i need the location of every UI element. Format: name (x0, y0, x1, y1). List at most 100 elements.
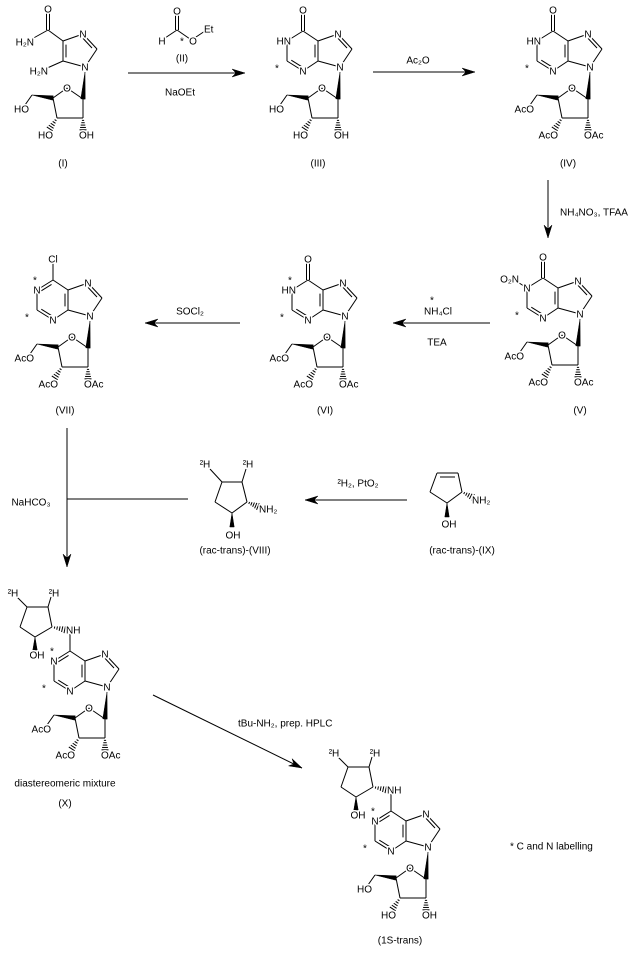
double-bond-line (58, 679, 69, 687)
wedge-bond (353, 796, 359, 811)
bond (526, 307, 544, 319)
o3-substituent: AcO (39, 380, 59, 391)
bond (62, 60, 86, 68)
bond (322, 282, 344, 291)
bond (542, 307, 559, 319)
hash-bond-line (541, 373, 548, 379)
bond (71, 336, 89, 349)
double-bond-line (531, 306, 542, 314)
ring-oxygen: O (558, 331, 566, 342)
hash-bond-line (58, 626, 61, 631)
o2-substituent: OAc (101, 751, 120, 762)
wedge-bond (229, 512, 235, 528)
o2-substituent: OAc (574, 378, 593, 389)
bond (536, 60, 554, 72)
double-bond-line (41, 308, 52, 316)
compound-label-II: (II) (176, 54, 188, 65)
bond (337, 756, 349, 768)
hash-bond-line (553, 124, 559, 129)
bond (88, 707, 106, 720)
n1-atom: HN (527, 37, 541, 48)
bond (16, 596, 28, 608)
o2-substituent: OH (79, 131, 94, 142)
bond (557, 87, 573, 99)
label-mark-n1: * (50, 647, 54, 658)
ring-oxygen: O (85, 704, 93, 715)
hash-bond-line (379, 786, 382, 791)
bond (302, 60, 319, 72)
double-bond-line (41, 284, 52, 292)
label-mark-c2: * (42, 684, 46, 695)
carbonyl-oxygen: O (539, 253, 547, 264)
amine-nh2: NH₂ (472, 496, 490, 507)
hash-bond-line (547, 368, 551, 371)
bond (24, 94, 33, 106)
bond (587, 33, 603, 50)
bond (44, 60, 64, 70)
label-mark-c2: * (275, 64, 279, 75)
bond (557, 280, 579, 289)
o2-substituent: OAc (84, 380, 103, 391)
o3-substituent: HO (293, 131, 308, 142)
wedge-bond (335, 71, 341, 100)
n3-atom: N (304, 316, 311, 327)
n9-atom: N (424, 843, 431, 854)
bond (571, 87, 589, 100)
bond (425, 813, 441, 830)
n7-atom: N (334, 30, 341, 41)
reagent-nahco3: NaHCO₃ (11, 498, 50, 509)
bond (374, 810, 392, 822)
arrow-head (231, 68, 246, 78)
o5-substituent: AcO (270, 354, 290, 365)
n3-atom: N (299, 67, 306, 78)
n6-amino: NH (66, 626, 80, 637)
hash-bond-line (468, 493, 473, 500)
compound-label-1S-trans: (1S-trans) (378, 936, 422, 947)
formate-carbonyl-oxygen: O (173, 7, 181, 18)
bond (52, 97, 58, 119)
hydroxyl: OH (442, 520, 457, 531)
hash-bond-line (551, 126, 558, 132)
o3-substituent: HO (381, 911, 396, 922)
compound-label-IV: (IV) (560, 159, 576, 170)
hash-bond-line (312, 370, 316, 373)
ring-oxygen: O (68, 333, 76, 344)
bond (241, 468, 247, 483)
o5-substituent: HO (14, 105, 29, 116)
bond (84, 680, 108, 688)
n9-atom: N (341, 312, 348, 323)
hash-bond-line (68, 746, 75, 752)
o5-substituent: AcO (15, 354, 35, 365)
bond (82, 33, 98, 50)
bond (36, 309, 54, 321)
bond (561, 334, 579, 347)
compound-label-V: (V) (573, 406, 586, 417)
bond (164, 29, 178, 39)
hash-bond-line (76, 739, 79, 742)
bond (337, 33, 353, 50)
o5-substituent: AcO (505, 352, 525, 363)
bond (321, 87, 339, 100)
n3-atom: N (539, 314, 546, 325)
hash-bond-line (314, 368, 317, 371)
wedge-bond (526, 341, 549, 348)
double-bond-line (87, 287, 98, 298)
bond (340, 786, 357, 798)
wedge-bond (340, 320, 346, 349)
bond (307, 279, 324, 291)
bond (29, 29, 49, 41)
n7-atom: N (84, 279, 91, 290)
n7-atom: N (339, 279, 346, 290)
hash-bond-line (74, 741, 78, 744)
wedge-bond (575, 318, 581, 347)
arrow-head (461, 67, 476, 77)
bond (66, 87, 84, 100)
bond (176, 29, 191, 40)
reagent-hplc: tBu-NH₂, prep. HPLC (238, 719, 332, 730)
hash-bond-line (543, 371, 549, 376)
bond (322, 309, 346, 317)
bond (36, 279, 54, 291)
bond (84, 653, 106, 662)
formate-ethyl: Et (204, 25, 214, 36)
hash-bond-line (50, 122, 55, 127)
